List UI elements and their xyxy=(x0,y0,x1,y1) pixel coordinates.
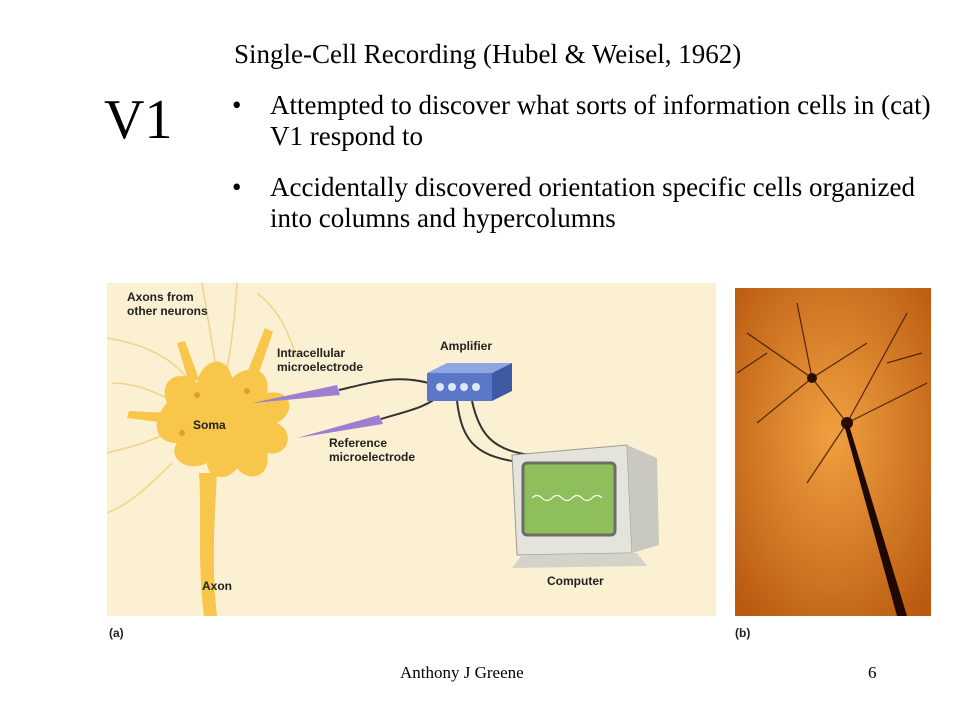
photo-axon xyxy=(845,425,907,616)
computer xyxy=(511,444,659,568)
label-axon: Axon xyxy=(202,579,232,593)
synapse-dot xyxy=(244,388,250,394)
bullet-symbol: • xyxy=(232,90,242,120)
amplifier xyxy=(427,363,512,401)
bullet-text: Attempted to discover what sorts of info… xyxy=(270,90,931,151)
label-reference-line1: Reference xyxy=(329,436,387,450)
label-intracellular-line2: microelectrode xyxy=(277,360,363,374)
label-reference-line2: microelectrode xyxy=(329,450,415,464)
bullet-text: Accidentally discovered orientation spec… xyxy=(270,172,915,233)
neuron-dendrite xyxy=(127,411,169,423)
bullet-symbol: • xyxy=(232,172,242,202)
label-panel-b: (b) xyxy=(735,626,750,640)
photo-cell-body xyxy=(841,417,853,429)
synapse-dot xyxy=(194,392,200,398)
label-axons-line2: other neurons xyxy=(127,304,208,318)
bullet-item: • Accidentally discovered orientation spe… xyxy=(232,172,932,234)
label-amplifier: Amplifier xyxy=(440,339,492,353)
side-title: V1 xyxy=(104,89,173,151)
neuron xyxy=(127,328,290,616)
bullet-list: • Attempted to discover what sorts of inf… xyxy=(232,90,932,254)
bullet-item: • Attempted to discover what sorts of inf… xyxy=(232,90,932,152)
intracellular-electrode xyxy=(252,378,430,403)
incoming-axons xyxy=(107,283,298,514)
synapse-dot xyxy=(179,430,185,436)
label-axons-line1: Axons from xyxy=(127,290,194,304)
neuron-soma xyxy=(156,361,290,478)
neuron-dendrite xyxy=(177,341,199,383)
neuron-dendrite xyxy=(247,328,273,378)
label-panel-a: (a) xyxy=(109,626,124,640)
figure-illustration: Axons from other neurons Intracellular m… xyxy=(107,283,931,640)
label-intracellular-line1: Intracellular xyxy=(277,346,345,360)
label-computer: Computer xyxy=(547,574,604,588)
recording-figure: Axons from other neurons Intracellular m… xyxy=(107,283,937,648)
neuron-photograph xyxy=(735,288,931,616)
page-number: 6 xyxy=(868,663,877,682)
neuron-axon xyxy=(199,473,217,616)
label-soma: Soma xyxy=(193,418,226,432)
slide-heading: Single-Cell Recording (Hubel & Weisel, 1… xyxy=(234,39,742,69)
photo-dendrites xyxy=(736,302,928,484)
footer-author: Anthony J Greene xyxy=(400,663,524,682)
photo-cell-body xyxy=(807,373,817,383)
